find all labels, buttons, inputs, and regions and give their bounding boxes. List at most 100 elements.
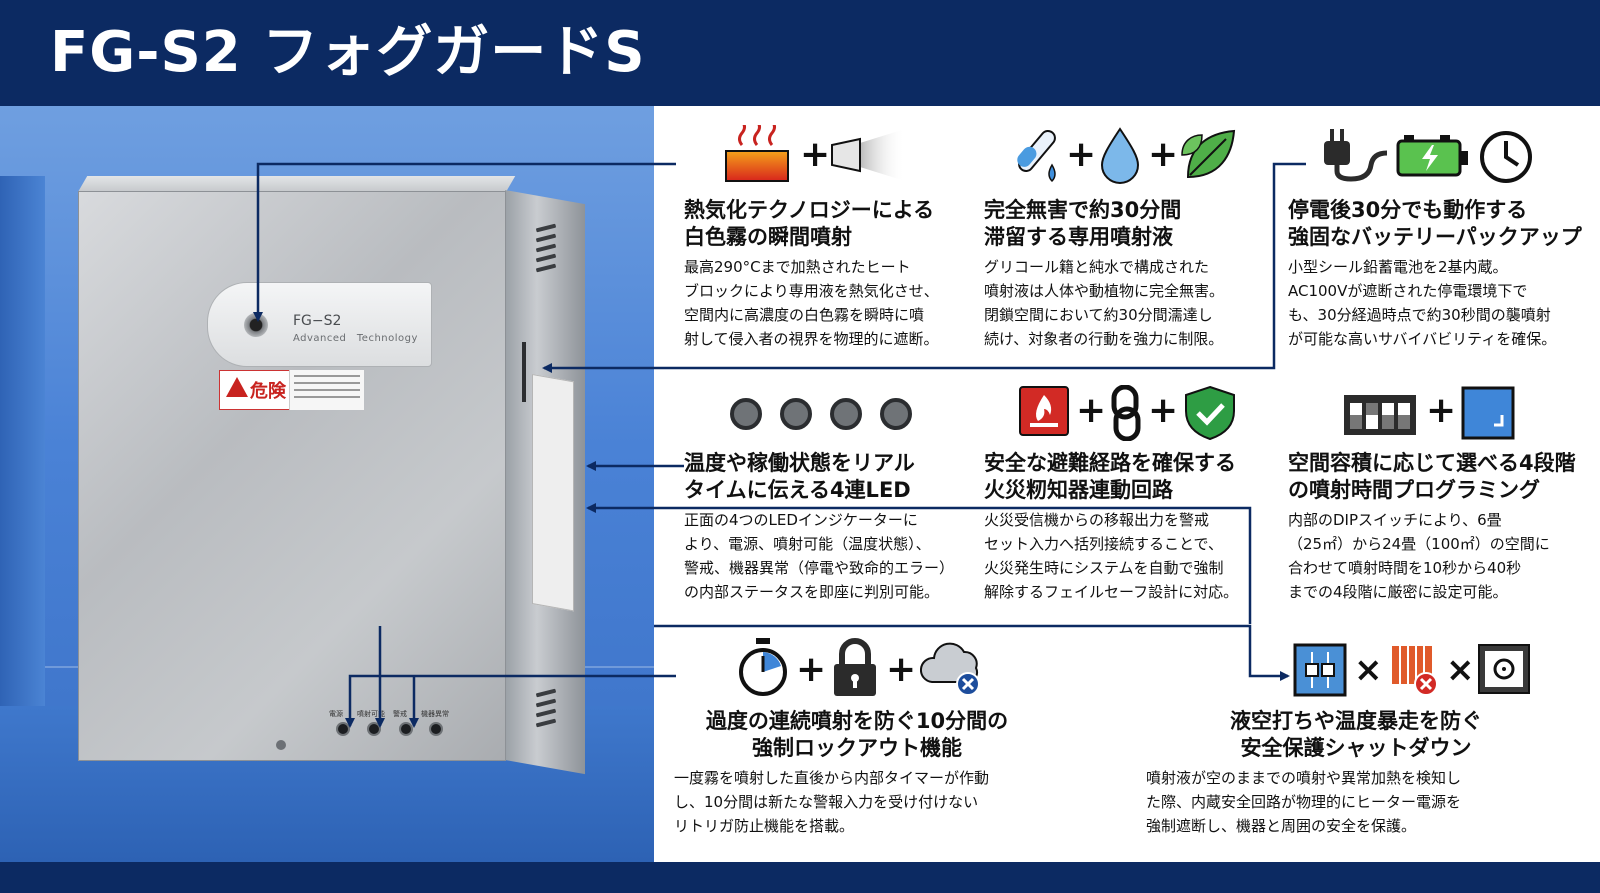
feature-8-title-line-1: 液空打ちや温度暴走を防ぐ (1230, 709, 1482, 733)
power-plug-icon (1324, 129, 1388, 182)
header-banner: FG-S2 フォグガードS (0, 0, 1600, 106)
feature-6-desc-line-3: 合わせて噴射時間を10秒から40秒 (1288, 559, 1522, 577)
feature-7-title-line-2: 強制ロックアウト機能 (752, 736, 962, 760)
feature-6-title-line-2: の噴射時間プログラミング (1288, 478, 1540, 502)
feature-5-icons: + + (1018, 385, 1248, 449)
feature-7: 過度の連続噴射を防ぐ10分間の 強制ロックアウト機能 一度霧を噴射した直後から内… (674, 708, 1040, 838)
feature-2-desc-line-1: グリコール籍と純水で構成された (984, 258, 1210, 276)
feature-2: 完全無害で約30分間 滞留する専用噴射液 グリコール籍と純水で構成された 噴射液… (984, 197, 1224, 351)
plus-sign: + (1426, 390, 1457, 431)
plus-sign: + (886, 649, 917, 690)
footer-bar (0, 862, 1600, 893)
plus-sign: + (1148, 390, 1179, 431)
feature-4-title-line-1: 温度や稼働状態をリアル (684, 451, 915, 475)
feature-4-desc-line-1: 正面の4つのLEDインジケーターに (684, 511, 918, 529)
fog-nozzle-icon (831, 129, 905, 181)
feature-7-desc-line-1: 一度霧を噴射した直後から内部タイマーが作動 (674, 769, 990, 787)
feature-2-title-line-1: 完全無害で約30分間 (984, 198, 1182, 222)
stopwatch-icon (739, 638, 787, 696)
feature-4-title-line-2: タイムに伝える4連LED (684, 478, 911, 502)
page-title: FG-S2 フォグガードS (50, 20, 646, 85)
safe-icon (1478, 644, 1530, 694)
feature-5: 安全な避難経路を確保する 火災籾知器連動回路 火災受信機からの移報出力を警戒 セ… (984, 450, 1238, 604)
feature-4-desc-line-4: の内部ステータスを即座に判別可能。 (684, 583, 940, 601)
feature-1-desc-line-1: 最高290°Cまで加熱されたヒート (684, 258, 911, 276)
feature-6-title-line-1: 空間容積に応じて選べる4段階 (1288, 451, 1576, 475)
feature-1-desc-line-3: 空間内に高濃度の白色霧を瞬時に噴 (684, 306, 925, 324)
feature-1-title-line-2: 白色霧の瞬間噴射 (684, 225, 852, 249)
feature-7-desc-line-2: し、10分間は新たな警報入力を受け付けない (674, 793, 979, 811)
feature-1-desc-line-4: 射して侵入者の視界を物理的に遮断。 (684, 330, 939, 348)
feature-6: 空間容積に応じて選べる4段階 の噴射時間プログラミング 内部のDIPスイッチによ… (1288, 450, 1576, 604)
room-volume-icon (1461, 386, 1515, 440)
plus-sign: + (800, 134, 831, 175)
feature-8-icons: × × (1292, 642, 1532, 706)
feature-8-desc-line-2: た際、内蔵安全回路が物理的にヒーター電源を (1146, 793, 1462, 811)
heater-off-icon (1392, 646, 1438, 696)
wall-left (0, 176, 45, 776)
nameplate: FG−S2 Advanced Technology (207, 282, 432, 367)
led-label-alert: 警戒 (393, 710, 407, 718)
leaf-icon (1181, 129, 1236, 179)
feature-6-icons: + (1342, 385, 1522, 449)
plus-sign: + (1076, 390, 1107, 431)
feature-5-desc-line-3: 火災発生時にシステムを自動で強制 (984, 559, 1224, 577)
feature-7-title-line-1: 過度の連続噴射を防ぐ10分間の (705, 709, 1009, 733)
battery-icon (1396, 135, 1468, 177)
times-sign: × (1354, 650, 1383, 690)
plus-sign: + (1066, 134, 1097, 175)
dip-switch-icon (1344, 395, 1416, 435)
feature-1-desc-line-2: ブロックにより専用液を熱気化させ、 (684, 282, 939, 300)
feature-8-desc-line-3: 強制遮断し、機器と周囲の安全を保護。 (1146, 817, 1417, 835)
product-photo: FG−S2 Advanced Technology 危険 電源 噴射可能 警戒 … (0, 106, 654, 862)
cabinet-side-slot (522, 342, 526, 402)
feature-1: 熱気化テクノロジーによる 白色霧の瞬間噴射 最高290°Cまで加熱されたヒート … (684, 197, 939, 351)
feature-6-desc-line-4: までの4段階に厳密に設定可能。 (1288, 583, 1508, 601)
feature-3-desc-line-3: も、30分経過時点で約30秒間の襲噴射 (1288, 306, 1551, 324)
feature-5-title-line-2: 火災籾知器連動回路 (984, 478, 1173, 502)
plus-sign: + (796, 649, 827, 690)
nameplate-subtitle: Advanced Technology (293, 333, 418, 344)
plus-sign: + (1148, 134, 1179, 175)
water-drop-icon (1100, 127, 1140, 184)
feature-4-icons (728, 394, 928, 458)
feature-2-icons: + + (1004, 125, 1244, 189)
feature-6-desc-line-2: （25㎡）から24畳（100㎡）の空間に (1288, 535, 1550, 553)
led-label-fault: 機器異常 (421, 710, 449, 718)
feature-4-desc-line-2: より、電源、噴射可能（温度状態）、 (684, 535, 931, 553)
feature-4: 温度や稼働状態をリアル タイムに伝える4連LED 正面の4つのLEDインジケータ… (684, 450, 954, 604)
feature-2-title-line-2: 滞留する専用噴射液 (984, 225, 1173, 249)
feature-7-icons: + + (736, 638, 996, 702)
danger-label-text: 危険 (250, 381, 286, 402)
led-fault (429, 722, 443, 736)
fog-cancel-icon (920, 642, 980, 696)
fire-alarm-icon (1019, 386, 1069, 436)
feature-8: 液空打ちや温度暴走を防ぐ 安全保護シャットダウン 噴射液が空のままでの噴射や異常… (1146, 708, 1566, 838)
arrow-fire (586, 503, 1252, 624)
feature-3-desc-line-1: 小型シール鉛蓄電池を2基内蔵。 (1288, 258, 1508, 276)
feature-2-desc-line-4: 続け、対象者の行動を強力に制限。 (984, 330, 1224, 348)
led-label-ready: 噴射可能 (357, 710, 385, 718)
cabinet-screw (276, 740, 286, 750)
danger-label-fineprint (289, 370, 364, 410)
feature-6-desc-line-1: 内部のDIPスイッチにより、6畳 (1288, 511, 1502, 529)
padlock-icon (834, 638, 876, 696)
feature-7-desc-line-3: リトリガ防止機能を搭載。 (674, 817, 855, 835)
feature-1-icons: + (722, 125, 922, 189)
arrow-battery (542, 162, 1306, 373)
feature-panel (654, 106, 1600, 862)
chain-link-icon (1111, 385, 1141, 441)
clock-icon (1480, 131, 1532, 183)
feature-8-title-line-2: 安全保護シャットダウン (1240, 736, 1472, 760)
feature-3: 停電後30分でも動作する 強固なバッテリーパックアップ 小型シール鉛蓄電池を2基… (1288, 197, 1582, 351)
feature-3-title-line-1: 停電後30分でも動作する (1288, 198, 1528, 222)
shield-check-icon (1185, 385, 1235, 441)
feature-5-title-line-1: 安全な避難経路を確保する (984, 451, 1236, 475)
feature-2-desc-line-2: 噴射液は人体や動植物に完全無害。 (984, 282, 1225, 300)
feature-4-desc-line-3: 警戒、機器異常（停電や致命的エラー） (684, 559, 955, 577)
circuit-breaker-icon (1293, 643, 1347, 697)
feature-3-title-line-2: 強固なバッテリーパックアップ (1288, 225, 1582, 249)
feature-3-desc-line-2: AC100Vが遮断された停電環境下で (1288, 282, 1528, 300)
feature-3-icons (1320, 125, 1540, 189)
